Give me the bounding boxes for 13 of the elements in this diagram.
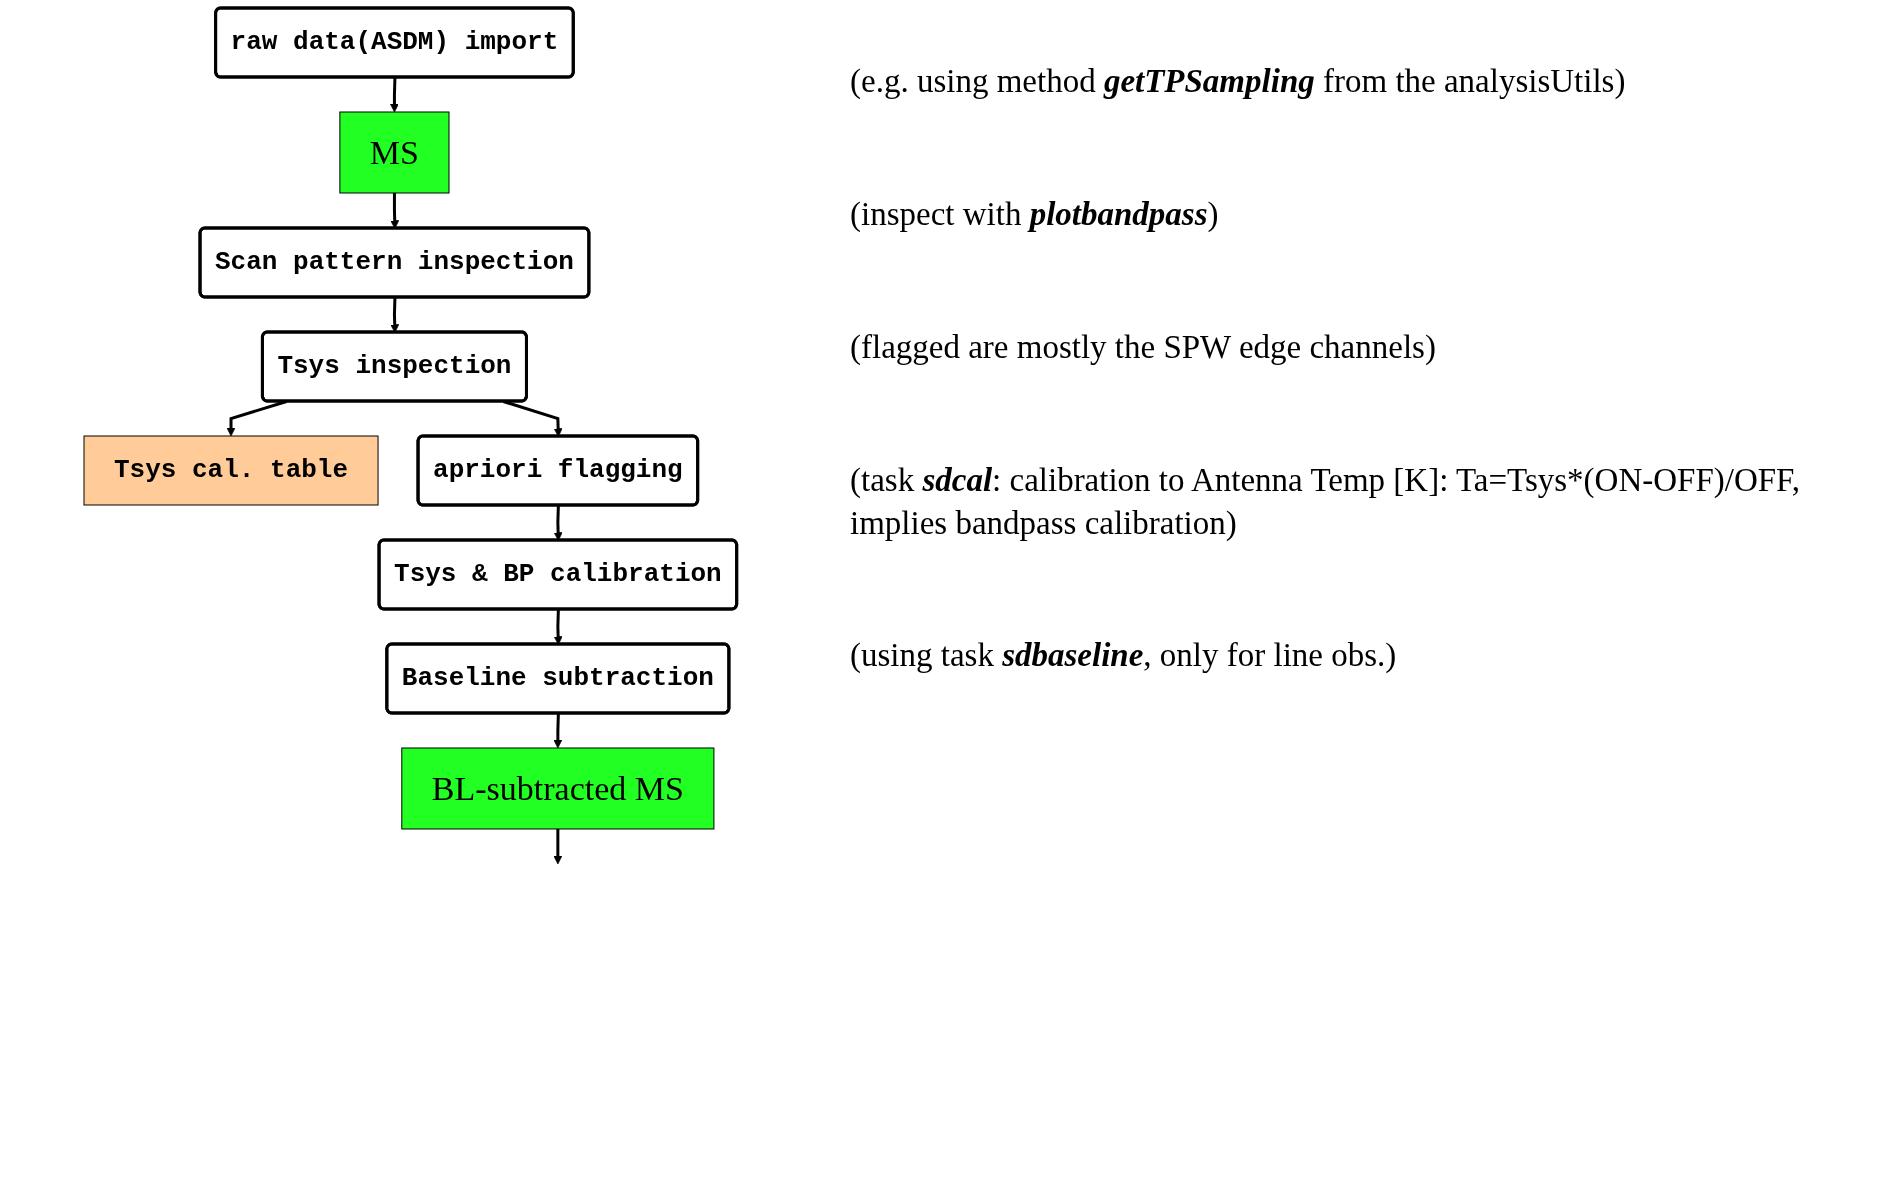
arrow xyxy=(390,193,399,229)
arrow xyxy=(389,77,399,113)
arrow xyxy=(553,713,562,749)
node-box: MS xyxy=(339,111,450,194)
arrow xyxy=(226,400,287,437)
note-text: (flagged are mostly the SPW edge channels) xyxy=(850,327,1437,367)
note-text: (e.g. using method getTPSampling from the analysisUtils) xyxy=(850,62,1627,101)
node-box: BL-subtracted MS xyxy=(400,747,715,830)
note-text: (inspect with plotbandpass) xyxy=(850,194,1220,234)
arrow xyxy=(553,829,562,865)
node-box: Tsys cal. table xyxy=(83,435,379,506)
note-text: (task sdcal: calibration to Antenna Temp [K]: Ta=Tsys*(ON-OFF)/OFF, implies bandpass calibration) xyxy=(850,460,1802,543)
note-text: (using task sdbaseline, only for line obs.) xyxy=(850,636,1398,676)
